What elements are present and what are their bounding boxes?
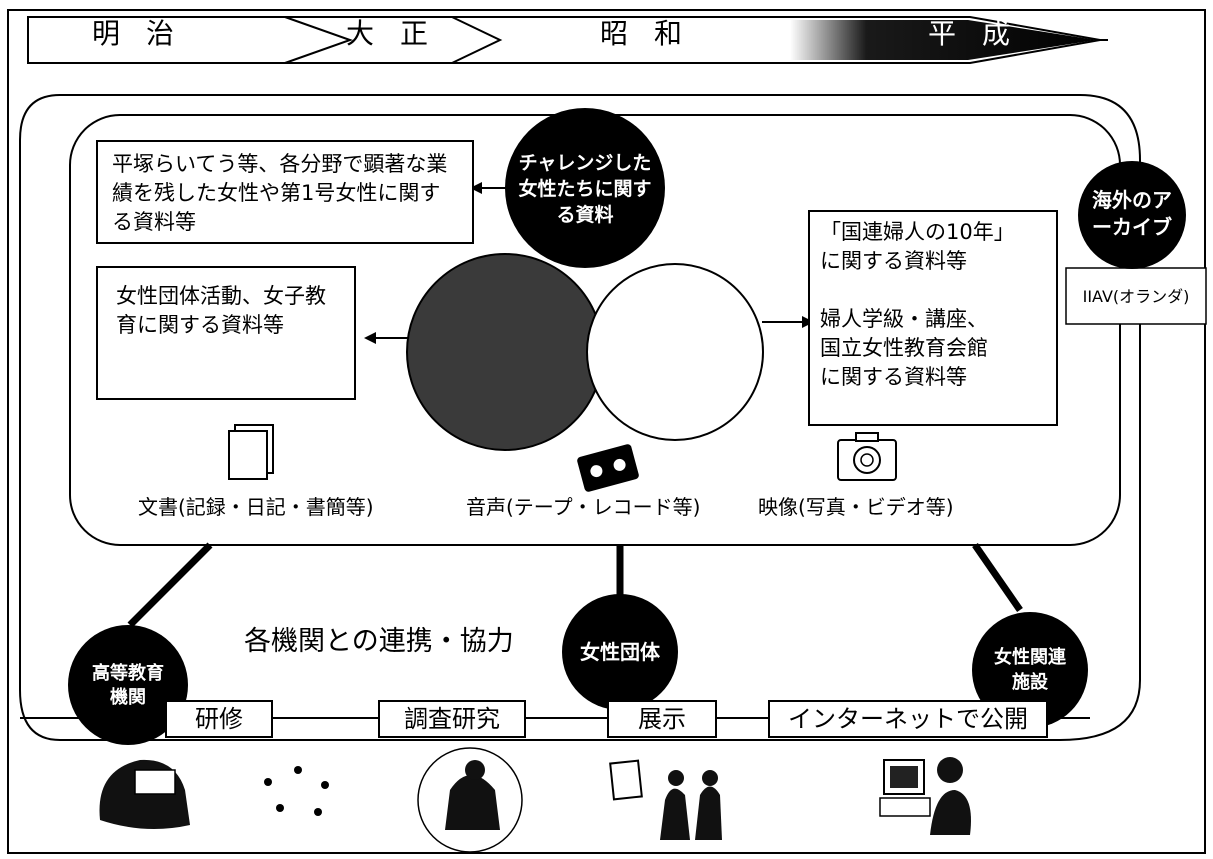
- era-chevron-1: [284, 16, 353, 64]
- outer-frame: [7, 9, 1206, 854]
- overseas-bubble: [1078, 161, 1186, 269]
- spoke-higher-ed: [127, 542, 213, 628]
- outer-loop: [19, 94, 1141, 741]
- era-showa: 昭和: [600, 17, 709, 50]
- research-illustration: [417, 747, 523, 853]
- activity-research: 調査研究: [378, 700, 526, 738]
- activity-training: 研修: [165, 700, 273, 738]
- org-activities-text: 女性団体活動、女子教育に関する資料等: [116, 284, 326, 337]
- training-illustration: [99, 759, 190, 829]
- challenge-label: チャレンジした女性たちに関する資料: [518, 152, 652, 226]
- exhibition-illustration: [609, 759, 722, 840]
- computer-user-illustration: [879, 757, 971, 835]
- era-shading: [790, 20, 1096, 60]
- era-chevron-2: [451, 16, 503, 64]
- camera-icon: [837, 432, 897, 481]
- classes-line3: に関する資料等: [820, 365, 967, 389]
- notable-women-box: 平塚らいてう等、各分野で顕著な業績を残した女性や第1号女性に関する資料等: [96, 140, 474, 244]
- video-label: 映像(写真・ビデオ等): [758, 495, 954, 519]
- women-orgs-bubble: [562, 594, 678, 710]
- national-circle: [586, 263, 764, 441]
- higher-ed-bubble: [68, 625, 188, 745]
- women-facilities-label: 女性関連施設: [994, 647, 1066, 693]
- era-heisei: 平成: [928, 17, 1037, 50]
- un-decade-line1: 「国連婦人の10年」: [820, 220, 1015, 244]
- org-circle: [406, 253, 604, 451]
- activity-internet: インターネットで公開: [768, 700, 1048, 738]
- higher-ed-label: 高等教育機関: [92, 663, 164, 708]
- overseas-label: 海外のアーカイブ: [1092, 188, 1172, 239]
- activity-exhibition: 展示: [607, 700, 717, 738]
- un-decade-box: 「国連婦人の10年」 に関する資料等 婦人学級・講座、 国立女性教育会館 に関す…: [808, 210, 1058, 426]
- org-activities-box: 女性団体活動、女子教育に関する資料等: [96, 266, 356, 400]
- un-decade-line2: に関する資料等: [820, 249, 967, 273]
- cooperation-label: 各機関との連携・協力: [244, 626, 514, 657]
- documents-label: 文書(記録・日記・書簡等): [138, 495, 374, 519]
- women-orgs-label: 女性団体: [580, 640, 660, 664]
- classes-line1: 婦人学級・講座、: [820, 307, 988, 331]
- audience-illustration: [264, 766, 329, 816]
- era-taisho: 大正: [346, 17, 455, 50]
- spoke-women-facilities: [972, 543, 1023, 612]
- challenge-circle: [505, 108, 665, 268]
- classes-line2: 国立女性教育会館: [820, 336, 988, 360]
- cassette-tape-icon: [577, 444, 639, 492]
- document-icon: [228, 424, 274, 480]
- notable-women-text: 平塚らいてう等、各分野で顕著な業績を残した女性や第1号女性に関する資料等: [112, 152, 448, 234]
- era-timeline: [27, 16, 1108, 64]
- audio-label: 音声(テープ・レコード等): [466, 495, 701, 519]
- era-meiji: 明治: [92, 17, 201, 50]
- women-facilities-bubble: [972, 612, 1088, 728]
- iiav-label: IIAV(オランダ): [1082, 287, 1190, 306]
